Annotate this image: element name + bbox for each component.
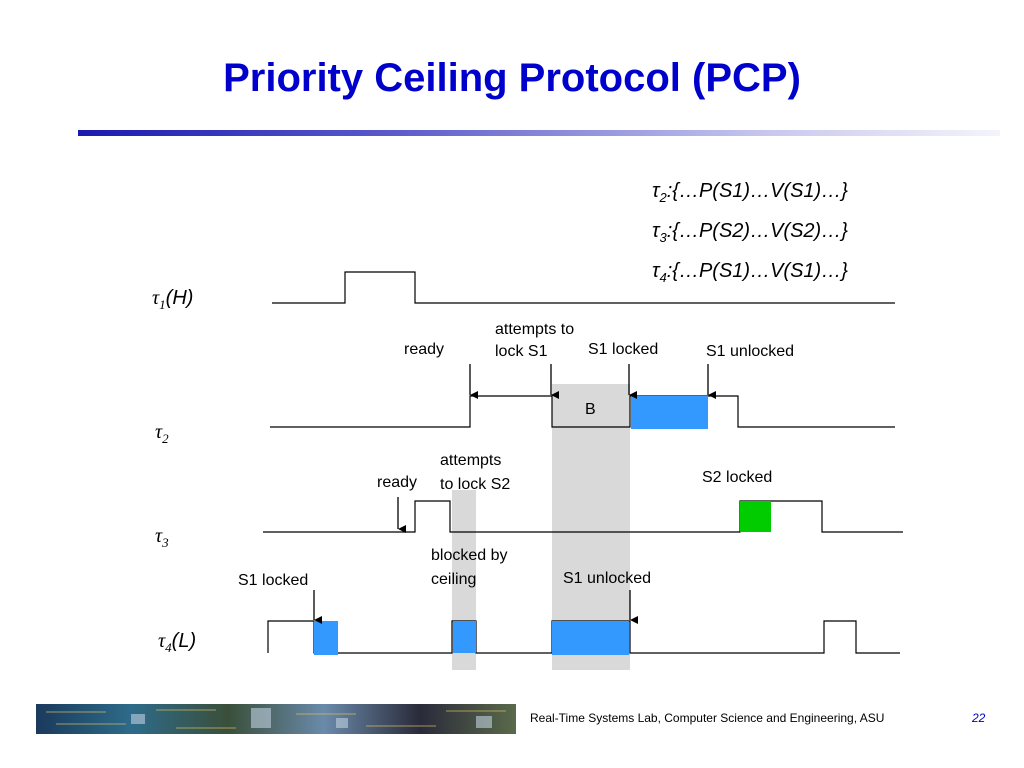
- label-tau2-attempts-line2: lock S1: [495, 343, 548, 360]
- task-label-tau1: τ1(H): [152, 287, 193, 312]
- task-label-tau3: τ3: [155, 525, 169, 550]
- task-spec-tau3: τ3:{…P(S2)…V(S2)…}: [652, 220, 848, 245]
- label-tau3-attempts-line2: to lock S2: [440, 476, 510, 493]
- label-tau2-s1-unlocked: S1 unlocked: [706, 343, 794, 360]
- footer-banner-image: [36, 704, 516, 734]
- label-tau3-s2-locked: S2 locked: [702, 469, 772, 486]
- label-blocked-ceiling-line1: blocked by: [431, 547, 508, 564]
- footer-credit: Real-Time Systems Lab, Computer Science …: [530, 711, 885, 725]
- tau2-s1-locked-segment: [631, 396, 708, 429]
- label-tau4-s1-locked: S1 locked: [238, 572, 308, 589]
- label-tau2-attempts-line1: attempts to: [495, 321, 574, 338]
- label-blocked-b: B: [585, 401, 596, 418]
- label-tau3-ready: ready: [377, 474, 417, 491]
- task-label-tau4: τ4(L): [158, 630, 196, 655]
- tau4-s1-locked-segment-2: [453, 621, 476, 653]
- label-blocked-ceiling-line2: ceiling: [431, 571, 476, 588]
- task-label-tau2: τ2: [155, 421, 169, 446]
- title-underline: [78, 130, 1000, 136]
- timeline-tau1: [272, 271, 895, 304]
- page-number: 22: [972, 711, 986, 725]
- task-spec-tau2: τ2:{…P(S1)…V(S1)…}: [652, 180, 848, 205]
- timeline-tau3: [263, 500, 903, 533]
- tau3-s2-locked-segment: [740, 501, 771, 532]
- label-tau2-s1-locked: S1 locked: [588, 341, 658, 358]
- task-spec-tau4: τ4:{…P(S1)…V(S1)…}: [652, 260, 848, 285]
- timeline-tau2: [270, 395, 895, 428]
- tau4-s1-locked-segment-1: [314, 621, 338, 655]
- label-tau4-s1-unlocked: S1 unlocked: [563, 570, 651, 587]
- label-tau2-ready: ready: [404, 341, 444, 358]
- tau4-s1-locked-segment-3: [552, 621, 629, 655]
- label-tau3-attempts-line1: attempts: [440, 452, 501, 469]
- slide-title: Priority Ceiling Protocol (PCP): [223, 56, 801, 100]
